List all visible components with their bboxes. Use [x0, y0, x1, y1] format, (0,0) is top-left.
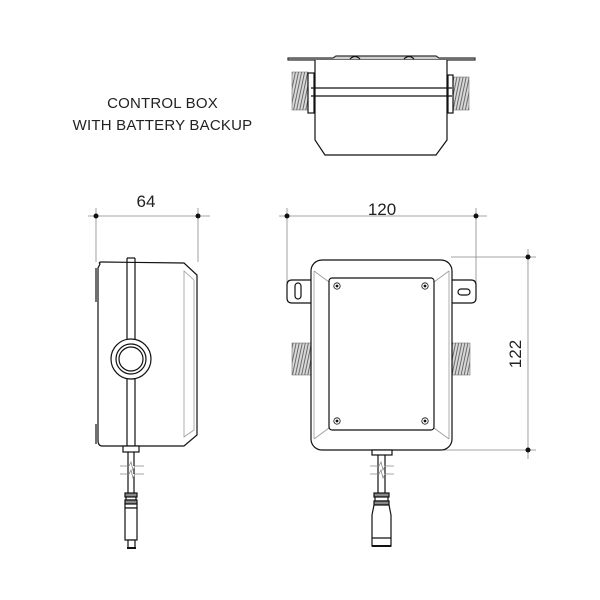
left-thread-front — [291, 342, 312, 376]
title-line-2: WITH BATTERY BACKUP — [72, 117, 253, 134]
right-thread-front — [451, 342, 471, 376]
title-line-1: CONTROL BOX — [107, 95, 218, 112]
lid-screws — [333, 282, 429, 425]
top-view — [287, 55, 476, 156]
right-thread-top — [451, 76, 470, 111]
right-mounting-ear — [452, 279, 477, 304]
enclosure-lid — [328, 277, 435, 431]
left-thread-top — [291, 71, 309, 111]
dimension-120 — [279, 208, 487, 286]
diagram-title: CONTROL BOX WITH BATTERY BACKUP — [60, 93, 265, 137]
dimension-64 — [88, 208, 210, 262]
front-connector — [371, 504, 392, 547]
front-view: 120 122 — [279, 200, 536, 547]
side-view: 64 — [88, 192, 210, 549]
dimension-122-label: 122 — [506, 340, 525, 368]
dimension-64-label: 64 — [137, 192, 156, 211]
left-mounting-ear — [286, 279, 312, 304]
dimension-120-label: 120 — [368, 200, 396, 219]
